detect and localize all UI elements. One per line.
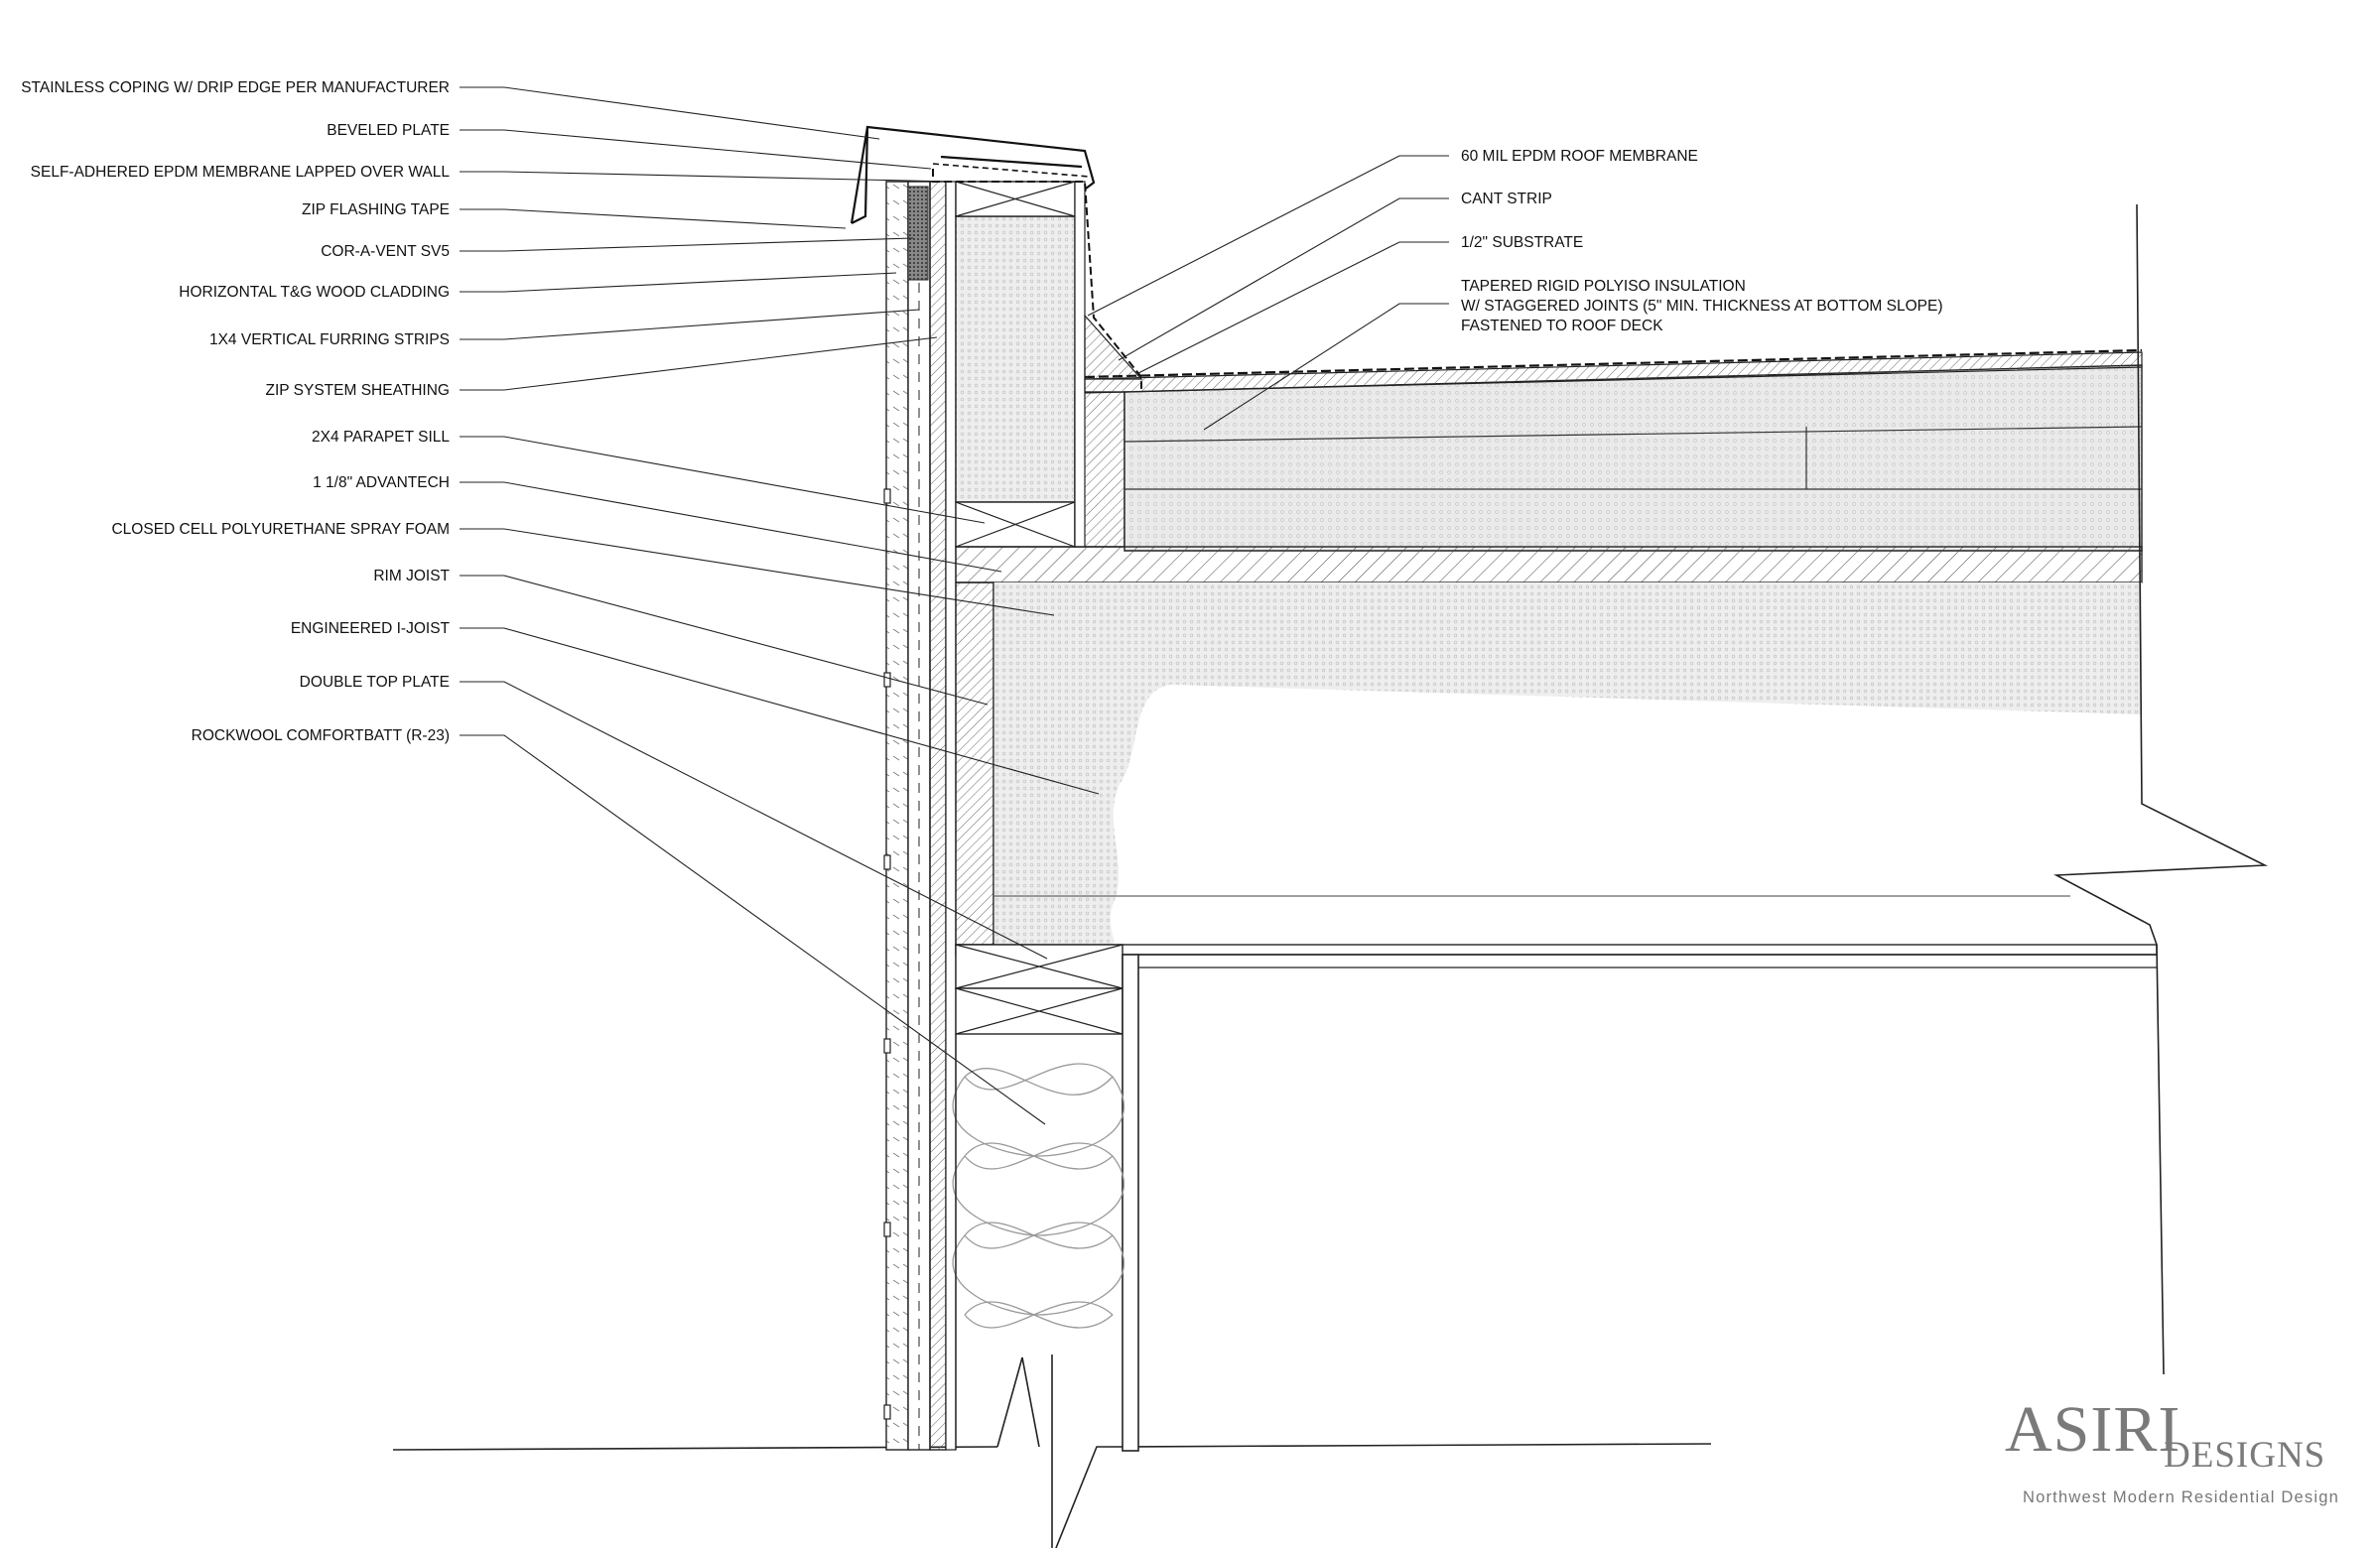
label-cor-a-vent: COR-A-VENT SV5 — [321, 243, 450, 260]
left-callouts: STAINLESS COPING W/ DRIP EDGE PER MANUFA… — [21, 79, 450, 744]
rockwool-batt — [952, 1034, 1125, 1450]
brand-logo: ASIRI DESIGNS Northwest Modern Residenti… — [2005, 1393, 2339, 1506]
grade-lines — [392, 1354, 1712, 1548]
brand-suffix: DESIGNS — [2164, 1435, 2325, 1476]
stainless-coping — [850, 125, 1096, 224]
label-double-top-plate: DOUBLE TOP PLATE — [300, 674, 450, 691]
label-stainless-coping: STAINLESS COPING W/ DRIP EDGE PER MANUFA… — [21, 79, 450, 96]
cor-a-vent — [907, 186, 929, 281]
label-polyiso-line3: FASTENED TO ROOF DECK — [1461, 318, 1663, 334]
label-rockwool: ROCKWOOL COMFORTBATT (R-23) — [192, 727, 450, 744]
wall-cladding — [883, 181, 909, 1451]
label-parapet-sill: 2X4 PARAPET SILL — [312, 429, 450, 446]
brand-name: ASIRI — [2005, 1393, 2181, 1466]
right-callouts: 60 MIL EPDM ROOF MEMBRANE CANT STRIP 1/2… — [1461, 148, 1943, 334]
label-polyiso-line1: TAPERED RIGID POLYISO INSULATION — [1461, 278, 1746, 295]
label-wood-cladding: HORIZONTAL T&G WOOD CLADDING — [179, 284, 450, 301]
wall-stud-layer — [945, 181, 957, 1451]
zip-sheathing — [929, 181, 947, 1451]
label-epdm-lapped: SELF-ADHERED EPDM MEMBRANE LAPPED OVER W… — [31, 164, 451, 181]
label-epdm-roof-membrane: 60 MIL EPDM ROOF MEMBRANE — [1461, 148, 1698, 165]
label-rim-joist: RIM JOIST — [373, 568, 450, 584]
label-zip-flashing-tape: ZIP FLASHING TAPE — [302, 201, 450, 218]
label-i-joist: ENGINEERED I-JOIST — [291, 620, 451, 637]
epdm-over-parapet — [932, 169, 1142, 393]
label-zip-sheathing: ZIP SYSTEM SHEATHING — [266, 382, 450, 399]
brand-tagline: Northwest Modern Residential Design — [2023, 1488, 2339, 1506]
label-cant-strip: CANT STRIP — [1461, 191, 1552, 207]
left-leader-lines — [460, 86, 1100, 1125]
label-furring-strips: 1X4 VERTICAL FURRING STRIPS — [209, 331, 450, 348]
right-leader-lines — [1087, 155, 1449, 431]
label-advantech: 1 1/8" ADVANTECH — [313, 474, 450, 491]
interior-wall-finish — [1122, 954, 2157, 1452]
furring-strips — [907, 181, 931, 1451]
label-spray-foam: CLOSED CELL POLYURETHANE SPRAY FOAM — [111, 521, 450, 538]
label-polyiso-line2: W/ STAGGERED JOINTS (5" MIN. THICKNESS A… — [1461, 298, 1943, 315]
label-beveled-plate: BEVELED PLATE — [327, 122, 450, 139]
roof-system — [955, 203, 2269, 1375]
double-top-plate — [955, 944, 1124, 1035]
parapet-assembly — [955, 181, 1125, 548]
label-substrate: 1/2" SUBSTRATE — [1461, 234, 1583, 251]
